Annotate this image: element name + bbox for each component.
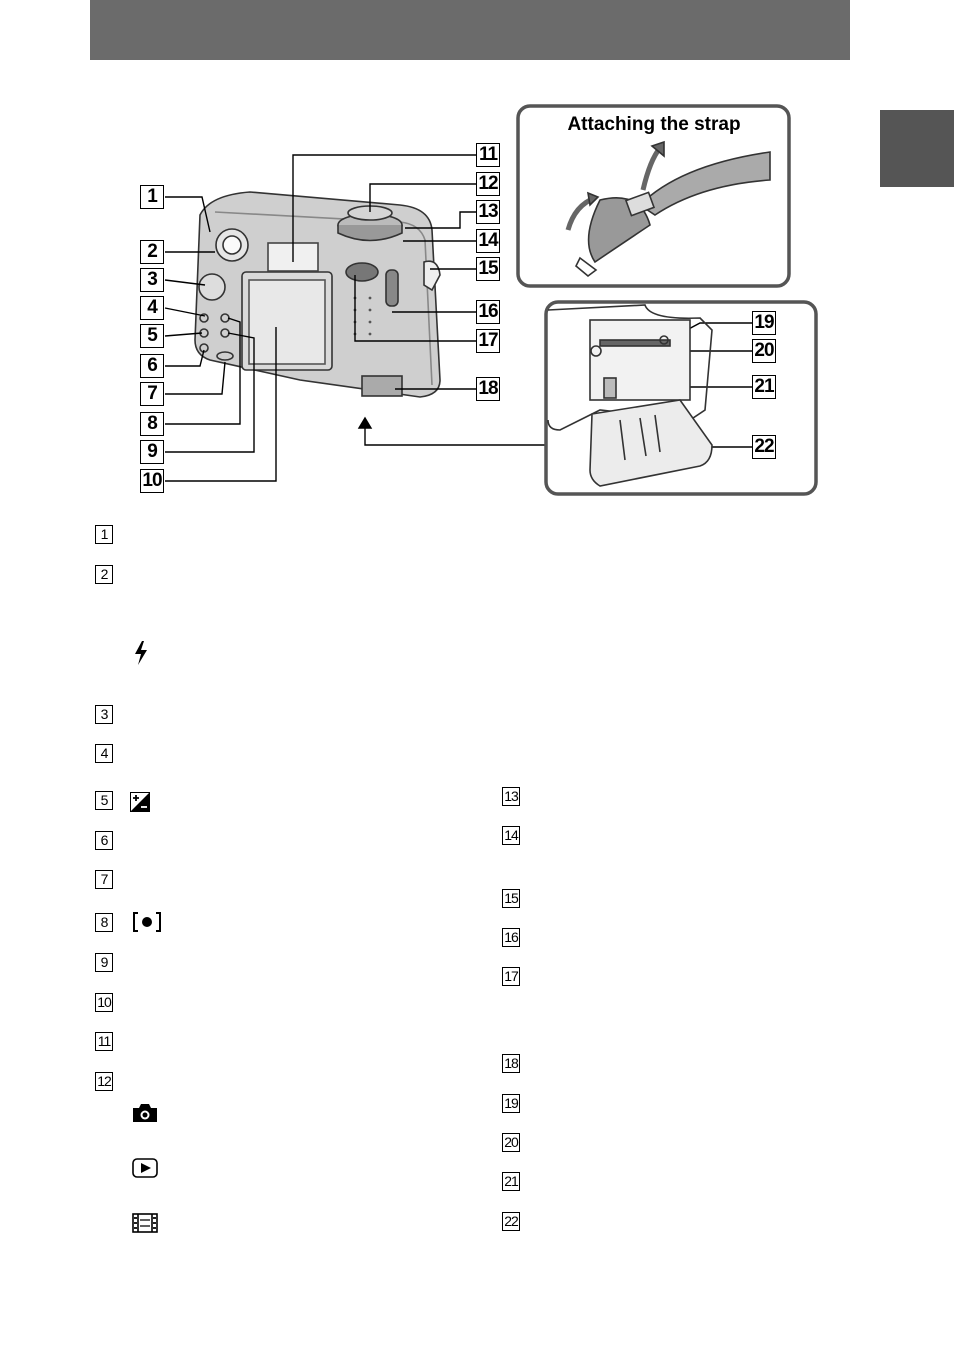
callout-7: 7 xyxy=(140,382,164,406)
list-item-13-number: 13 xyxy=(502,787,520,806)
strap-inset-frame xyxy=(516,104,791,288)
strap-title: Attaching the strap xyxy=(567,114,741,135)
callout-19: 19 xyxy=(752,311,776,335)
list-item-10-number: 10 xyxy=(95,993,113,1012)
callout-12: 12 xyxy=(476,172,500,196)
callout-21: 21 xyxy=(752,375,776,399)
callout-4: 4 xyxy=(140,296,164,320)
list-item-17-number: 17 xyxy=(502,967,520,986)
list-item-2-number: 2 xyxy=(95,565,113,584)
list-item-16-number: 16 xyxy=(502,928,520,947)
list-item-9-number: 9 xyxy=(95,953,113,972)
list-item-18-number: 18 xyxy=(502,1054,520,1073)
list-item-6-number: 6 xyxy=(95,831,113,850)
list-item-22-number: 22 xyxy=(502,1212,520,1231)
callout-20: 20 xyxy=(752,339,776,363)
camera-illustration xyxy=(194,191,441,398)
callout-18: 18 xyxy=(476,377,500,401)
callout-11: 11 xyxy=(476,143,500,167)
callout-16: 16 xyxy=(476,300,500,324)
exposure-icon xyxy=(130,792,150,812)
callout-13: 13 xyxy=(476,200,500,224)
list-item-11-number: 11 xyxy=(95,1032,113,1051)
strap-illustration xyxy=(565,140,771,278)
list-item-15-number: 15 xyxy=(502,889,520,908)
callout-10: 10 xyxy=(140,469,164,493)
list-item-8-number: 8 xyxy=(95,913,113,932)
list-item-14-number: 14 xyxy=(502,826,520,845)
list-item-21-number: 21 xyxy=(502,1172,520,1191)
battery-inset-frame xyxy=(544,300,818,496)
callout-1: 1 xyxy=(140,185,164,209)
movie-icon xyxy=(132,1213,158,1233)
callout-5: 5 xyxy=(140,324,164,348)
list-item-5-number: 5 xyxy=(95,791,113,810)
camera-diagram xyxy=(164,104,818,496)
callout-14: 14 xyxy=(476,229,500,253)
callout-6: 6 xyxy=(140,354,164,378)
list-item-4-number: 4 xyxy=(95,744,113,763)
callout-15: 15 xyxy=(476,257,500,281)
callout-2: 2 xyxy=(140,240,164,264)
flash-icon xyxy=(135,641,147,665)
list-item-12-number: 12 xyxy=(95,1072,113,1091)
camera-icon xyxy=(133,1104,157,1122)
list-item-20-number: 20 xyxy=(502,1133,520,1152)
battery-compartment-illustration xyxy=(547,304,713,487)
list-item-1-number: 1 xyxy=(95,525,113,544)
list-item-19-number: 19 xyxy=(502,1094,520,1113)
callout-9: 9 xyxy=(140,440,164,464)
play-icon xyxy=(132,1158,158,1178)
list-item-7-number: 7 xyxy=(95,870,113,889)
section-tab xyxy=(880,110,954,187)
list-item-3-number: 3 xyxy=(95,705,113,724)
callout-3: 3 xyxy=(140,268,164,292)
callout-8: 8 xyxy=(140,412,164,436)
callout-17: 17 xyxy=(476,329,500,353)
spot-meter-icon xyxy=(133,912,161,932)
header-bar xyxy=(90,0,850,60)
callout-22: 22 xyxy=(752,435,776,459)
